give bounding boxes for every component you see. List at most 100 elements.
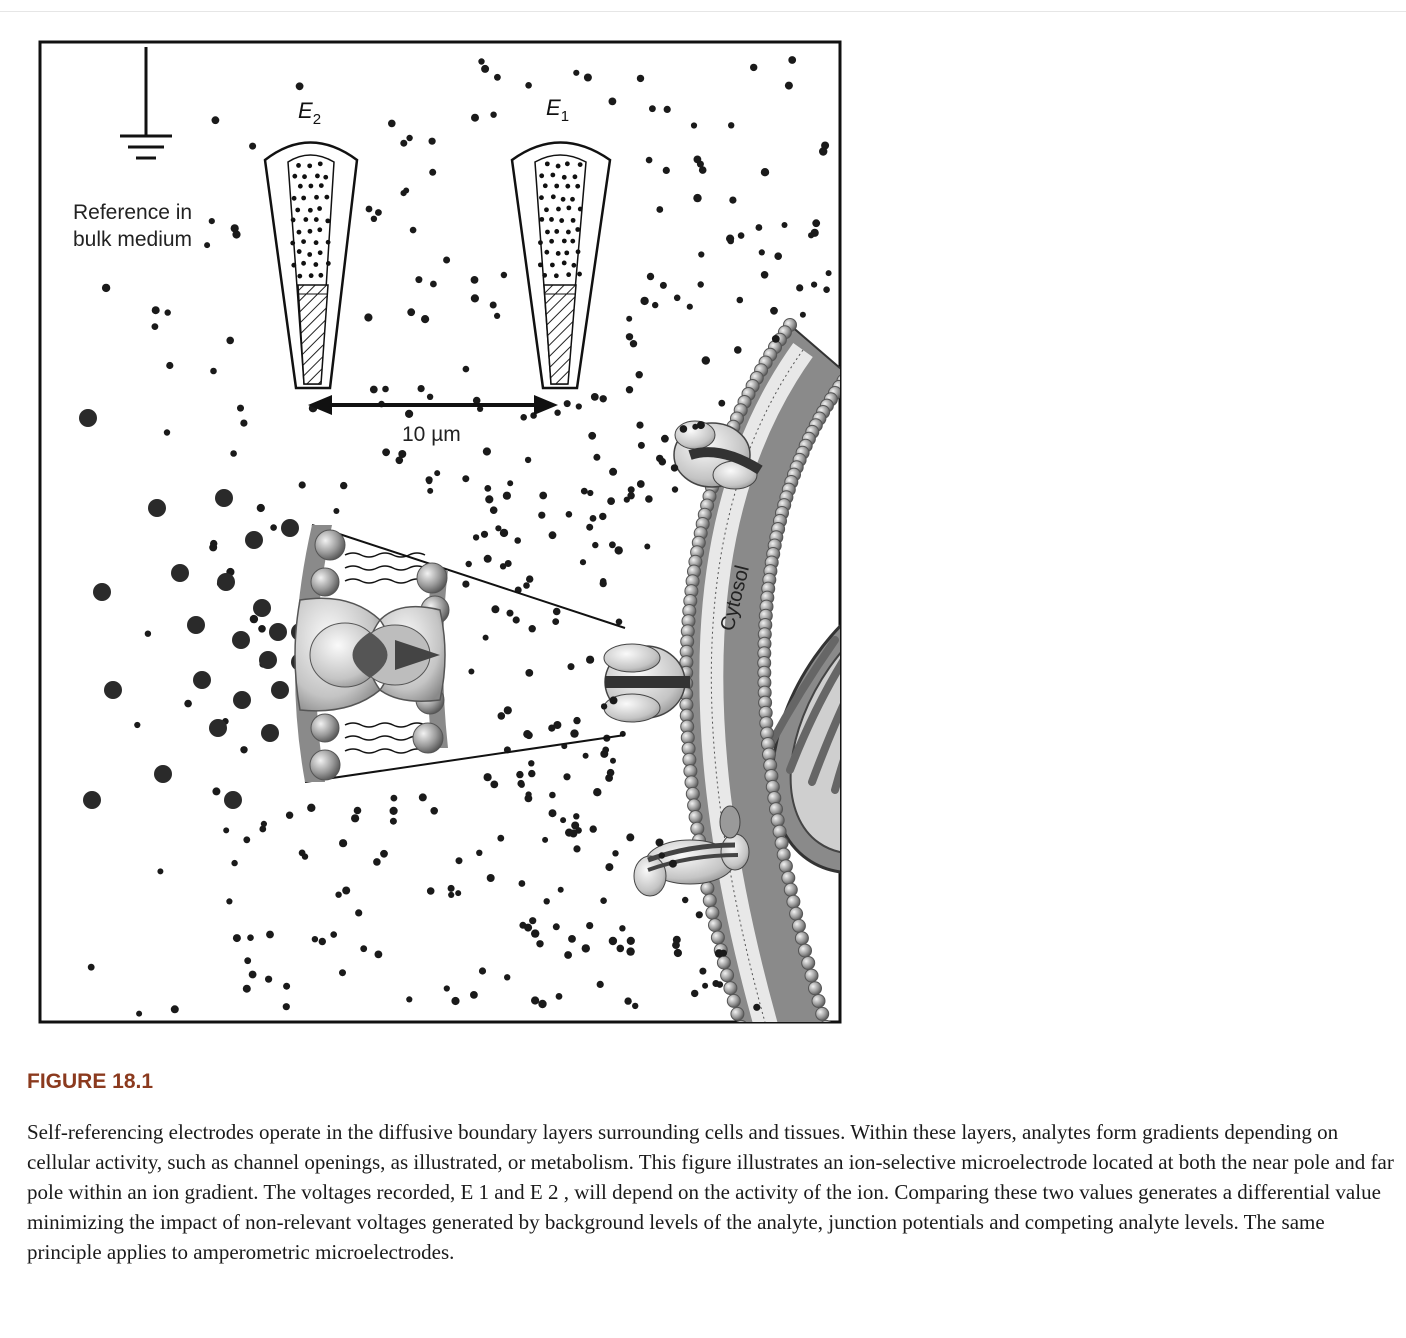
ion-dot	[586, 922, 593, 929]
ion-dot	[249, 143, 256, 150]
ion-dot	[355, 909, 362, 916]
ion-dot	[573, 813, 579, 819]
ion-dot	[490, 302, 497, 309]
ion-dot	[390, 807, 398, 815]
ion-dot	[692, 424, 698, 430]
ion-dot	[286, 812, 293, 819]
ion-dot	[656, 206, 663, 213]
electrolyte-dot	[549, 217, 554, 222]
electrolyte-dot	[544, 207, 549, 212]
ion-dot	[507, 480, 513, 486]
ion-dot	[391, 795, 398, 802]
ion-dot	[694, 156, 702, 164]
ion-dot	[157, 868, 163, 874]
electrolyte-dot	[307, 252, 312, 257]
ion-dot	[484, 773, 492, 781]
lipid-head	[799, 944, 812, 957]
ion-dot	[609, 541, 616, 548]
ion-dot	[371, 216, 377, 222]
ion-dot	[772, 335, 780, 343]
ion-dot	[587, 490, 593, 496]
lipid-head	[787, 895, 800, 908]
ion-dot	[808, 232, 814, 238]
ion-dot	[250, 615, 258, 623]
electrolyte-dot	[562, 261, 567, 266]
reference-label-line1: Reference in	[73, 201, 192, 224]
ion-dot	[697, 421, 705, 429]
ion-dot	[430, 281, 437, 288]
ion-dot	[88, 964, 95, 971]
ion-dot	[588, 432, 596, 440]
ion-dot	[696, 911, 703, 918]
ion-dot	[209, 218, 215, 224]
lipid-head	[739, 1034, 752, 1041]
ion-dot	[407, 308, 415, 316]
electrolyte-dot	[539, 217, 544, 222]
large-ion-dot	[224, 791, 242, 809]
ion-dot	[619, 925, 625, 931]
ion-dot	[568, 935, 576, 943]
lipid-head	[809, 982, 822, 995]
ion-dot	[448, 885, 455, 892]
ion-dot	[360, 945, 367, 952]
ion-dot	[554, 410, 560, 416]
ion-dot	[600, 395, 607, 402]
lipid-head	[691, 822, 704, 835]
ion-dot	[427, 887, 435, 895]
ion-dot	[212, 116, 220, 124]
ion-dot	[664, 106, 671, 113]
ion-dot	[558, 887, 564, 893]
ion-dot	[693, 194, 701, 202]
ion-dot	[750, 64, 757, 71]
ion-dot	[549, 792, 556, 799]
ion-dot	[698, 281, 704, 287]
ion-dot	[483, 635, 489, 641]
electrolyte-dot	[566, 205, 571, 210]
ion-dot	[491, 605, 499, 613]
ion-dot	[644, 544, 650, 550]
ion-dot	[549, 531, 557, 539]
ion-dot	[542, 837, 548, 843]
ion-dot	[528, 760, 534, 766]
ion-dot	[429, 138, 436, 145]
ion-dot	[568, 663, 575, 670]
electrolyte-dot	[556, 164, 561, 169]
ion-dot	[209, 543, 217, 551]
ion-dot	[796, 284, 803, 291]
electrolyte-dot	[318, 273, 323, 278]
ion-dot	[340, 482, 347, 489]
ion-dot	[785, 82, 793, 90]
lipid-head	[717, 956, 730, 969]
ion-dot	[299, 481, 306, 488]
ion-dot	[811, 282, 817, 288]
ion-dot	[375, 209, 382, 216]
ion-dot	[628, 486, 635, 493]
ion-dot	[556, 993, 563, 1000]
ion-dot	[233, 934, 241, 942]
electrolyte-dot	[317, 227, 322, 232]
electrolyte-dot	[297, 230, 302, 235]
ion-dot	[640, 297, 648, 305]
ion-dot	[691, 990, 698, 997]
ion-dot	[526, 791, 532, 797]
figure-caption-title: FIGURE 18.1	[27, 1070, 153, 1094]
electrolyte-dot	[313, 262, 318, 267]
ion-dot	[698, 251, 704, 257]
ion-dot	[410, 227, 417, 234]
electrolyte-dot	[307, 163, 312, 168]
lipid-head	[779, 860, 792, 873]
lipid-head	[795, 932, 808, 945]
electrolyte-dot	[324, 195, 329, 200]
electrolyte-dot	[326, 261, 331, 266]
ion-dot	[487, 874, 495, 882]
ion-dot	[145, 631, 151, 637]
ion-dot	[599, 513, 606, 520]
ion-dot	[243, 985, 251, 993]
ion-dot	[538, 512, 545, 519]
large-ion-dot	[233, 691, 251, 709]
electrolyte-dot	[562, 175, 567, 180]
ion-dot	[645, 495, 653, 503]
ion-dot	[247, 934, 254, 941]
ion-dot	[184, 700, 192, 708]
lipid-head	[686, 787, 699, 800]
